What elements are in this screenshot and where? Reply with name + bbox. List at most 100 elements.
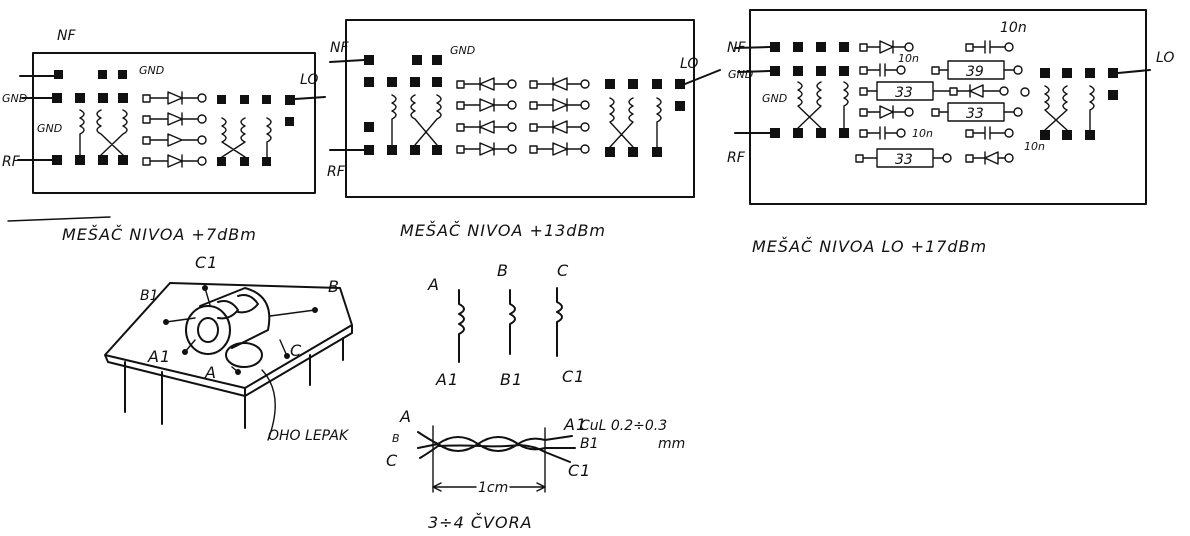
- pad: [1062, 130, 1072, 140]
- board-caption: MEŠAČ NIVOA LO +17dBm: [752, 237, 987, 256]
- pad: [364, 122, 374, 132]
- pad: [240, 95, 249, 104]
- lo-label: LO: [1156, 50, 1174, 66]
- transformer-coil: [79, 109, 128, 156]
- pad: [312, 307, 318, 313]
- pad: [75, 93, 85, 103]
- pad: [98, 155, 108, 165]
- pad: [262, 157, 271, 166]
- pad: [675, 101, 685, 111]
- pad: [182, 349, 188, 355]
- twisted-wire: [417, 431, 576, 463]
- pad: [1040, 68, 1050, 78]
- board-legs: [124, 337, 344, 429]
- lo-label: LO: [300, 72, 318, 88]
- pad: [1085, 130, 1095, 140]
- resistor-value-label: 33: [966, 106, 984, 122]
- pad: [839, 66, 849, 76]
- diode-ring: [142, 91, 207, 168]
- caption-underline: [7, 216, 111, 222]
- core-wires: [165, 287, 316, 441]
- transformer-coil: [221, 117, 272, 158]
- pad: [412, 55, 422, 65]
- pad: [1085, 68, 1095, 78]
- core-label-b1: B1: [140, 288, 159, 304]
- wire-label-b1: B1: [580, 436, 599, 452]
- pad: [262, 95, 271, 104]
- wire-label-c: C: [386, 451, 398, 470]
- pad: [410, 145, 420, 155]
- twisted-wire-sketch: A B C A1 B1 C1 CuL 0.2÷0.3 mm 1cm 3÷4 ČV…: [386, 407, 685, 532]
- pad: [628, 79, 638, 89]
- pad: [163, 319, 169, 325]
- pad: [52, 155, 62, 165]
- transformer-coil: [609, 97, 662, 148]
- mixer-board-17dbm: NF GND GND LO RF 10n 10n 10n 10n 39 33 3…: [727, 9, 1174, 256]
- pad: [285, 117, 294, 126]
- component-rows: [855, 40, 1030, 168]
- core-label-a: A: [204, 363, 217, 382]
- pad: [202, 285, 208, 291]
- pad: [816, 66, 826, 76]
- pad: [793, 128, 803, 138]
- core-label-c1: C1: [195, 253, 218, 272]
- pad: [839, 42, 849, 52]
- pad: [118, 93, 128, 103]
- pad: [432, 55, 442, 65]
- pad: [770, 42, 780, 52]
- pad: [770, 66, 780, 76]
- pad: [240, 157, 249, 166]
- pad: [387, 145, 397, 155]
- pad: [770, 128, 780, 138]
- knots-label: 3÷4 ČVORA: [428, 513, 533, 532]
- nf-label: NF: [727, 40, 746, 56]
- pad: [816, 128, 826, 138]
- rf-label: RF: [2, 154, 21, 170]
- wire-end-markers: [432, 425, 546, 493]
- wire-spec-label: CuL 0.2÷0.3: [580, 418, 667, 434]
- board-outline: [749, 9, 1147, 205]
- pad: [1040, 130, 1050, 140]
- wire-label-a: A: [399, 407, 412, 426]
- resistor-value-label: 39: [966, 64, 984, 80]
- transformer-coil: [1044, 85, 1095, 131]
- rf-label: RF: [327, 164, 346, 180]
- pad: [54, 70, 63, 79]
- capacitor-value-label: 10n: [1000, 20, 1027, 36]
- pad: [118, 70, 127, 79]
- nf-label: NF: [57, 28, 76, 44]
- pad: [1062, 68, 1072, 78]
- ferrite-core-sketch: C1 B1 B A1 A C OHO LEPAK: [104, 253, 353, 444]
- pad: [217, 95, 226, 104]
- pad: [52, 93, 62, 103]
- pad: [793, 66, 803, 76]
- pad: [118, 155, 128, 165]
- winding-label-b: B: [497, 261, 509, 280]
- gnd-label: GND: [139, 64, 164, 77]
- board-outline: [32, 52, 316, 194]
- pad: [605, 147, 615, 157]
- pad: [652, 79, 662, 89]
- rf-label: RF: [727, 150, 746, 166]
- lead-wire: [17, 75, 326, 161]
- winding-coil-c: [556, 287, 563, 357]
- pad: [816, 42, 826, 52]
- winding-coil-a: [458, 289, 465, 363]
- wire-label-c1: C1: [568, 461, 591, 480]
- length-arrow: [432, 482, 546, 492]
- pad: [628, 147, 638, 157]
- winding-label-c1: C1: [562, 367, 585, 386]
- pad: [652, 147, 662, 157]
- pad: [364, 145, 374, 155]
- lo-label: LO: [680, 56, 698, 72]
- glue-label: OHO LEPAK: [268, 428, 350, 444]
- gnd-label: GND: [2, 92, 27, 105]
- length-label: 1cm: [478, 480, 508, 496]
- pad: [1108, 90, 1118, 100]
- gnd-label: GND: [37, 122, 62, 135]
- capacitor-value-label: 10n: [1024, 140, 1045, 153]
- capacitor-value-label: 10n: [898, 52, 919, 65]
- pad: [98, 70, 107, 79]
- pad: [235, 369, 241, 375]
- lead-wire: [329, 59, 721, 151]
